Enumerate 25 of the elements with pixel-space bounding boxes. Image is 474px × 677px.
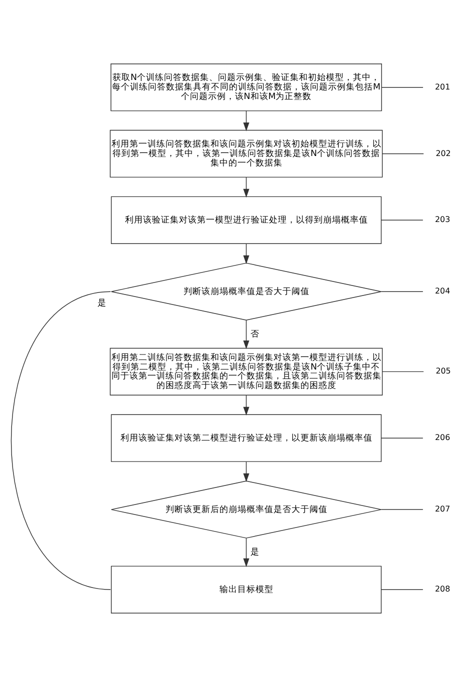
node-box: 利用第一训练问答数据集和该问题示例集对该初始模型进行训练，以得到第一模型，其中，该第一训练问答数据集是该N个训练问答数据集中的一个数据集	[110, 130, 383, 178]
arrow	[243, 538, 250, 568]
arrow	[243, 461, 250, 482]
connector	[382, 371, 424, 372]
edge-label: 是	[97, 298, 106, 308]
connector	[10, 291, 111, 590]
arrow	[243, 243, 250, 264]
node-box: 获取N个训练问答数据集、问题示例集、验证集和初始模型，其中，每个训练问答数据集具有不同的训练问答数据，该问题示例集包括M个问题示例，该N和该M为正整数	[110, 64, 382, 112]
edge-label: 是	[250, 547, 260, 558]
node-box: 输出目标模型	[110, 566, 382, 614]
arrow	[243, 394, 250, 416]
edge-label: 否	[250, 329, 260, 340]
connector	[381, 86, 424, 88]
arrow	[243, 177, 250, 198]
node-box: 利用该验证集对该第一模型进行验证处理，以得到崩塌概率值	[110, 196, 382, 244]
node-diamond: 判断该崩塌概率值是否大于阈值	[110, 262, 382, 320]
connector	[380, 509, 424, 510]
connector	[380, 291, 424, 292]
node-box: 利用第二训练问答数据集和该问题示例集对该第一模型进行训练，以得到第二模型，其中，该第二训练问答数据集是该N个训练子集中不同于该第一训练问答数据集的一个数据集，且该第二训练问答数据集的困惑度高于该第一训练问题数据集的困惑度	[110, 348, 383, 396]
arrow	[243, 320, 250, 350]
arrow	[243, 110, 250, 132]
node-diamond: 判断该更新后的崩塌概率值是否大于阈值	[110, 480, 382, 538]
node-box: 利用该验证集对该第二模型进行验证处理，以更新该崩塌概率值	[110, 414, 382, 462]
connector	[380, 589, 424, 590]
connector	[382, 153, 424, 154]
